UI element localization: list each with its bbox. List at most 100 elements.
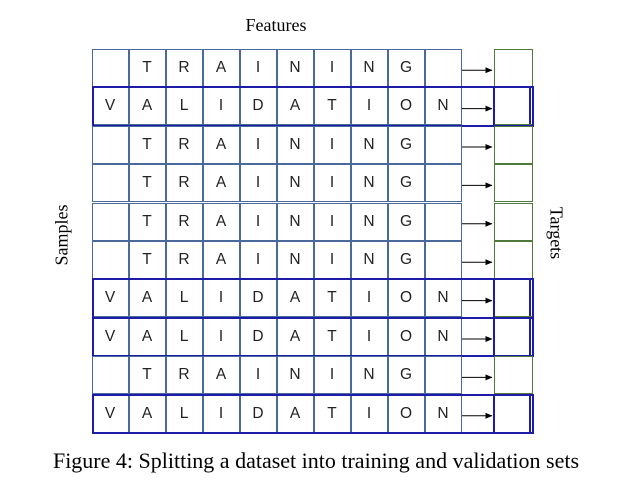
grid-cell: A — [276, 394, 314, 433]
grid-cell: I — [313, 356, 351, 395]
target-cell — [494, 125, 533, 164]
grid-cell: A — [202, 164, 240, 203]
grid-cell: R — [165, 202, 203, 241]
grid-cell: D — [239, 317, 277, 356]
grid-cell — [91, 125, 129, 164]
grid-cell: R — [165, 125, 203, 164]
grid-cell: I — [313, 202, 351, 241]
grid-cell: L — [165, 279, 203, 318]
validation-target-outline — [493, 316, 534, 358]
grid-cell: N — [276, 356, 314, 395]
grid-cell: I — [350, 279, 388, 318]
sample-to-target-arrows — [462, 67, 493, 419]
target-cell — [494, 49, 533, 87]
grid-cell: A — [276, 87, 314, 126]
grid-cell: R — [165, 49, 203, 87]
grid-cell: A — [202, 356, 240, 395]
grid-cell: R — [165, 241, 203, 279]
grid-cell: T — [128, 49, 166, 87]
grid-cell: G — [387, 356, 425, 395]
validation-target-outline — [493, 393, 534, 434]
grid-cell: A — [202, 241, 240, 279]
grid-cell: L — [165, 317, 203, 356]
grid-cell: O — [387, 394, 425, 433]
grid-cell: N — [276, 49, 314, 87]
grid-cell: A — [202, 202, 240, 241]
grid-cell: T — [128, 125, 166, 164]
grid-cell: I — [313, 241, 351, 279]
validation-target-outline — [493, 278, 534, 319]
grid-cell — [424, 125, 462, 164]
grid-cell: D — [239, 279, 277, 318]
grid-cell: V — [91, 394, 129, 433]
grid-cell: O — [387, 87, 425, 126]
grid-cell: G — [387, 164, 425, 203]
grid-cell — [424, 164, 462, 203]
grid-cell: T — [128, 356, 166, 395]
grid-cell: A — [202, 125, 240, 164]
grid-cell: D — [239, 394, 277, 433]
grid-cell: T — [128, 202, 166, 241]
grid-cell: T — [313, 394, 351, 433]
grid-cell: A — [276, 317, 314, 356]
grid-cell: N — [276, 202, 314, 241]
target-cell — [494, 356, 533, 395]
grid-cell: N — [424, 394, 462, 433]
grid-cell: L — [165, 394, 203, 433]
grid-cell — [91, 202, 129, 241]
grid-cell: A — [128, 279, 166, 318]
samples-axis-label: Samples — [51, 204, 72, 266]
grid-cell: A — [276, 279, 314, 318]
grid-cell: A — [202, 49, 240, 87]
grid-cell — [91, 49, 129, 87]
grid-cell: N — [350, 164, 388, 203]
grid-cell — [424, 49, 462, 87]
grid-cell: N — [276, 164, 314, 203]
validation-target-outline — [493, 86, 534, 127]
grid-cell: N — [350, 202, 388, 241]
grid-cell: R — [165, 356, 203, 395]
grid-cell: N — [350, 356, 388, 395]
grid-cell: R — [165, 164, 203, 203]
grid-cell: I — [350, 87, 388, 126]
grid-cell: I — [239, 356, 277, 395]
grid-cell: G — [387, 241, 425, 279]
grid-cell: I — [202, 87, 240, 126]
grid-cell: L — [165, 87, 203, 126]
grid-cell: G — [387, 49, 425, 87]
grid-cell: I — [239, 164, 277, 203]
grid-cell: I — [239, 241, 277, 279]
target-cell — [494, 202, 533, 241]
grid-cell: I — [202, 394, 240, 433]
grid-cell — [91, 164, 129, 203]
grid-cell: O — [387, 279, 425, 318]
grid-cell: T — [313, 317, 351, 356]
grid-cell: N — [424, 317, 462, 356]
grid-cell: G — [387, 125, 425, 164]
grid-cell: I — [350, 394, 388, 433]
grid-cell: N — [350, 125, 388, 164]
grid-cell: A — [128, 317, 166, 356]
grid-cell: I — [239, 125, 277, 164]
grid-cell: I — [202, 317, 240, 356]
grid-cell: G — [387, 202, 425, 241]
grid-cell: N — [350, 241, 388, 279]
grid-cell: I — [239, 202, 277, 241]
grid-cell: N — [424, 87, 462, 126]
target-cell — [494, 164, 533, 203]
grid-cell: N — [350, 49, 388, 87]
grid-cell: V — [91, 279, 129, 318]
target-cell — [494, 241, 533, 279]
grid-cell: T — [128, 241, 166, 279]
grid-cell: D — [239, 87, 277, 126]
